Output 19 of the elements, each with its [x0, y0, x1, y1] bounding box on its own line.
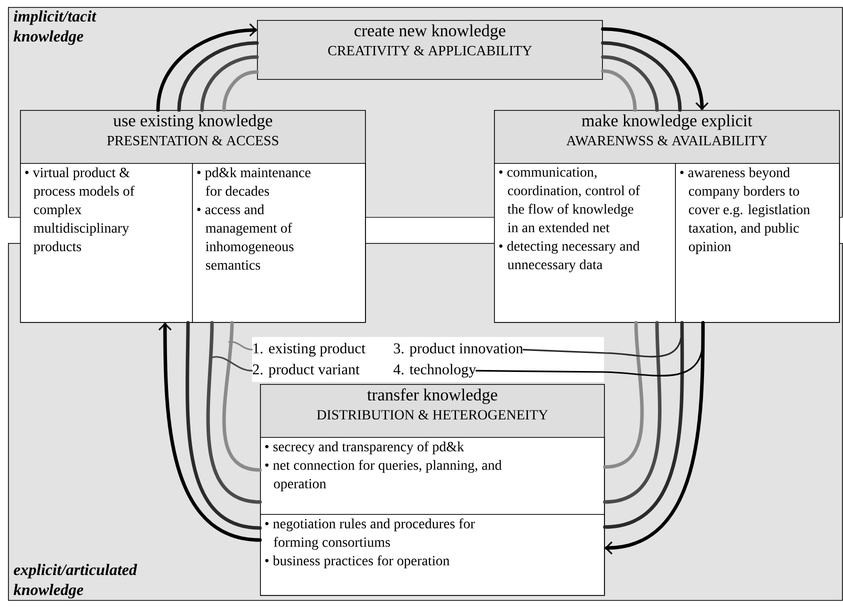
text-cell: • communication, coordination, control of the flow of knowledge in an extended net • detecting necessary and unnecessary data — [494, 163, 676, 323]
text-cell: • secrecy and transparency of pd&k • net connection for queries, planning, and operation — [260, 437, 605, 515]
numbered-label: 1. existing product — [254, 342, 366, 356]
leader-line — [209, 356, 253, 372]
leader-line — [522, 337, 682, 358]
process-box: create new knowledge CREATIVITY & APPLICABILITY — [257, 20, 603, 80]
arrow — [158, 322, 262, 542]
arrow — [601, 27, 709, 110]
numbered-label: 3. product innovation — [394, 342, 523, 356]
numbered-label: 2. product variant — [252, 364, 360, 378]
numbered-label: 4. technology — [394, 364, 476, 378]
text-cell: • virtual product & process models of complex multidisciplinary products — [20, 163, 193, 323]
leader-line — [228, 341, 253, 350]
leader-line — [476, 349, 703, 376]
text-cell: • pd&k maintenance for decades • access and management of inhomogeneous semantics — [192, 163, 366, 323]
arrow — [156, 23, 257, 112]
text-cell: • awareness beyond company borders to cover e.g. legistlation taxation, and public opinion — [675, 163, 840, 323]
arrow — [604, 321, 705, 555]
text-cell: • negotiation rules and procedures for forming consortiums • business practices for operation — [260, 514, 605, 596]
